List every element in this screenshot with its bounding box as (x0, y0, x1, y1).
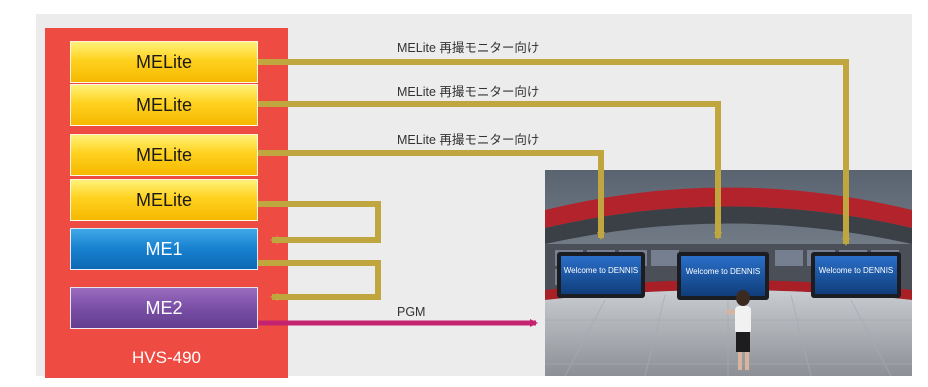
melite-unit-1: MELite (70, 41, 258, 83)
wire-melite-2 (258, 101, 722, 240)
wire-me1-loop (258, 260, 381, 301)
melite-unit-3: MELite (70, 134, 258, 176)
switcher-label: HVS-490 (132, 348, 201, 367)
monitor-center-text: Welcome to DENNIS (686, 267, 761, 276)
annotation-monitor-feed-1: MELite 再撮モニター向け (397, 41, 540, 55)
virtual-studio-image: Welcome to DENNIS Welcome to DENNIS Welc… (545, 170, 912, 376)
wire-melite-4-loop (258, 201, 381, 244)
annotation-monitor-feed-2: MELite 再撮モニター向け (397, 85, 540, 99)
annotation-pgm: PGM (397, 305, 426, 319)
annotation-monitor-feed-3: MELite 再撮モニター向け (397, 133, 540, 147)
wire-melite-1 (258, 59, 850, 246)
me2-unit: ME2 (70, 287, 258, 329)
studio-illustration: Welcome to DENNIS Welcome to DENNIS Welc… (545, 170, 912, 376)
presenter-figure (727, 290, 751, 370)
monitor-right-text: Welcome to DENNIS (819, 266, 894, 275)
monitor-left-text: Welcome to DENNIS (564, 266, 639, 275)
wire-melite-3 (258, 150, 605, 240)
melite-unit-2: MELite (70, 84, 258, 126)
me1-unit: ME1 (70, 228, 258, 270)
melite-unit-4: MELite (70, 179, 258, 221)
